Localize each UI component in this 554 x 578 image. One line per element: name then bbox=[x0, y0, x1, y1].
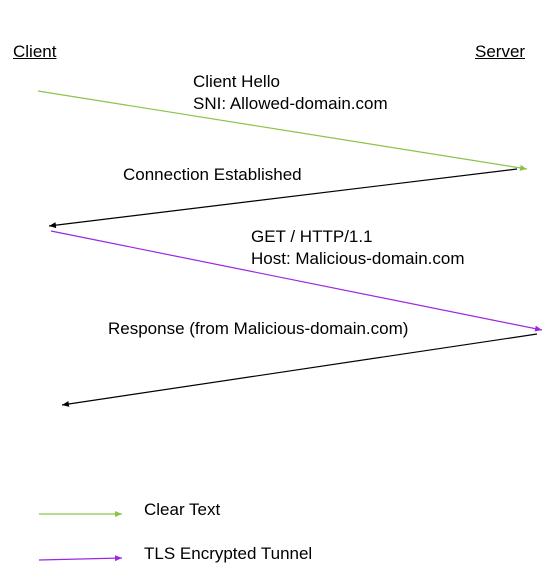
legend-tls-label: TLS Encrypted Tunnel bbox=[144, 544, 313, 563]
client-actor-label: Client bbox=[13, 42, 57, 61]
get-request-label: GET / HTTP/1.1 bbox=[251, 227, 373, 246]
sni-label: SNI: Allowed-domain.com bbox=[193, 94, 388, 113]
legend-clear-text-label: Clear Text bbox=[144, 500, 221, 519]
server-actor-label: Server bbox=[475, 42, 526, 61]
client-hello-label: Client Hello bbox=[193, 72, 280, 91]
host-header-label: Host: Malicious-domain.com bbox=[251, 249, 465, 268]
get-request-arrow bbox=[50, 230, 543, 332]
connection-established-arrow bbox=[48, 168, 518, 229]
client-hello-arrow bbox=[37, 90, 528, 171]
response-arrow bbox=[61, 333, 538, 407]
response-label: Response (from Malicious-domain.com) bbox=[108, 319, 409, 338]
legend-tls-arrow bbox=[38, 555, 123, 562]
connection-established-label: Connection Established bbox=[123, 165, 302, 184]
